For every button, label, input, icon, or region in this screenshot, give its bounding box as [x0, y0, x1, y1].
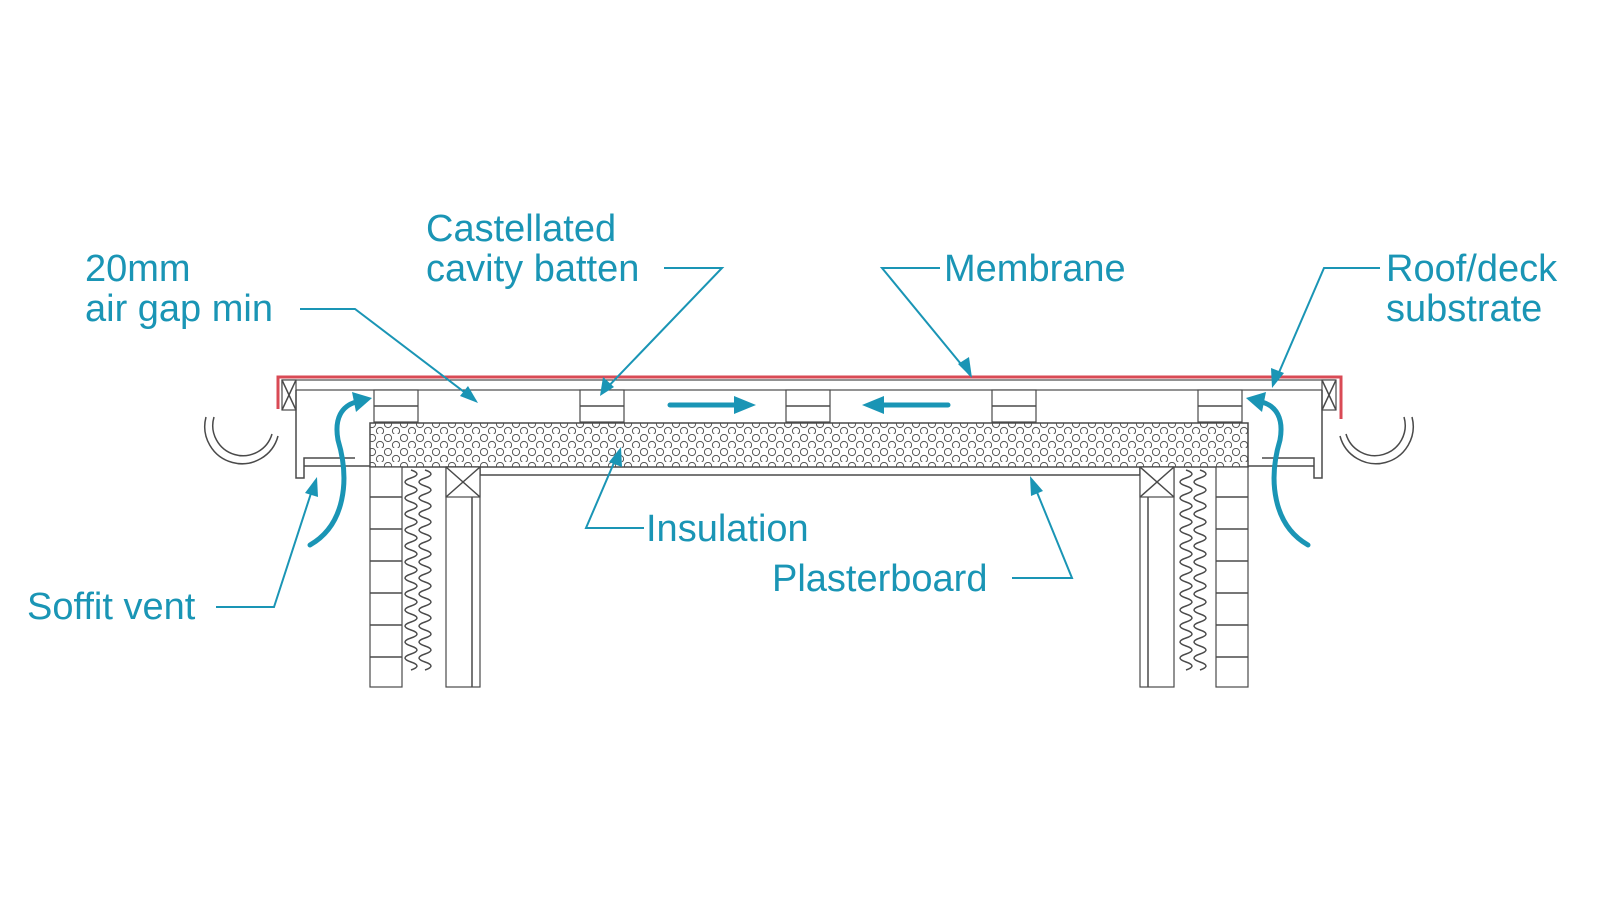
label-substrate-line1: Roof/deck [1386, 248, 1558, 290]
label-air-gap: 20mm air gap min [85, 249, 273, 329]
leader-batten [600, 267, 725, 396]
leader-plasterboard [1012, 476, 1074, 579]
label-insulation: Insulation [646, 509, 809, 549]
label-substrate: Roof/deck substrate [1386, 249, 1557, 329]
leader-membrane [879, 267, 972, 378]
label-cavity-batten: Castellated cavity batten [426, 209, 639, 289]
leader-air-gap [300, 308, 478, 403]
wall-left [369, 466, 481, 688]
cavity-battens [373, 389, 1243, 423]
airflow-arrow-right [1246, 392, 1311, 548]
fascia-left [295, 390, 355, 479]
airflow-arrow-center-left [862, 396, 951, 414]
airflow-arrow-left [307, 392, 372, 548]
label-cavity-batten-line2: cavity batten [426, 248, 640, 290]
label-plasterboard: Plasterboard [772, 559, 987, 599]
label-soffit-vent: Soffit vent [27, 587, 195, 627]
label-air-gap-line1: 20mm [85, 248, 191, 290]
leader-insulation [584, 447, 644, 529]
label-membrane: Membrane [944, 249, 1126, 289]
end-bearer-right [1321, 379, 1337, 411]
label-soffit-vent-text: Soffit vent [27, 586, 196, 628]
gutter-right-inner [1345, 416, 1406, 457]
insulation-layer [369, 422, 1249, 468]
plasterboard-ceiling [479, 467, 1141, 476]
gutter-left-inner [212, 416, 273, 457]
label-substrate-line2: substrate [1386, 288, 1543, 330]
gutter-right [1339, 416, 1414, 465]
fascia-right [1262, 390, 1323, 479]
leader-substrate [1271, 267, 1380, 388]
roof-deck-substrate [281, 379, 1336, 391]
end-bearer-left [281, 379, 297, 411]
wall-right [1139, 466, 1249, 688]
airflow-arrow-center-right [667, 396, 756, 414]
label-cavity-batten-line1: Castellated [426, 208, 617, 250]
label-plasterboard-text: Plasterboard [772, 558, 988, 600]
gutter-left [204, 416, 279, 465]
label-insulation-text: Insulation [646, 508, 809, 550]
label-membrane-text: Membrane [944, 248, 1126, 290]
membrane-layer [276, 375, 1343, 419]
leader-soffit [216, 477, 318, 608]
label-air-gap-line2: air gap min [85, 288, 273, 330]
